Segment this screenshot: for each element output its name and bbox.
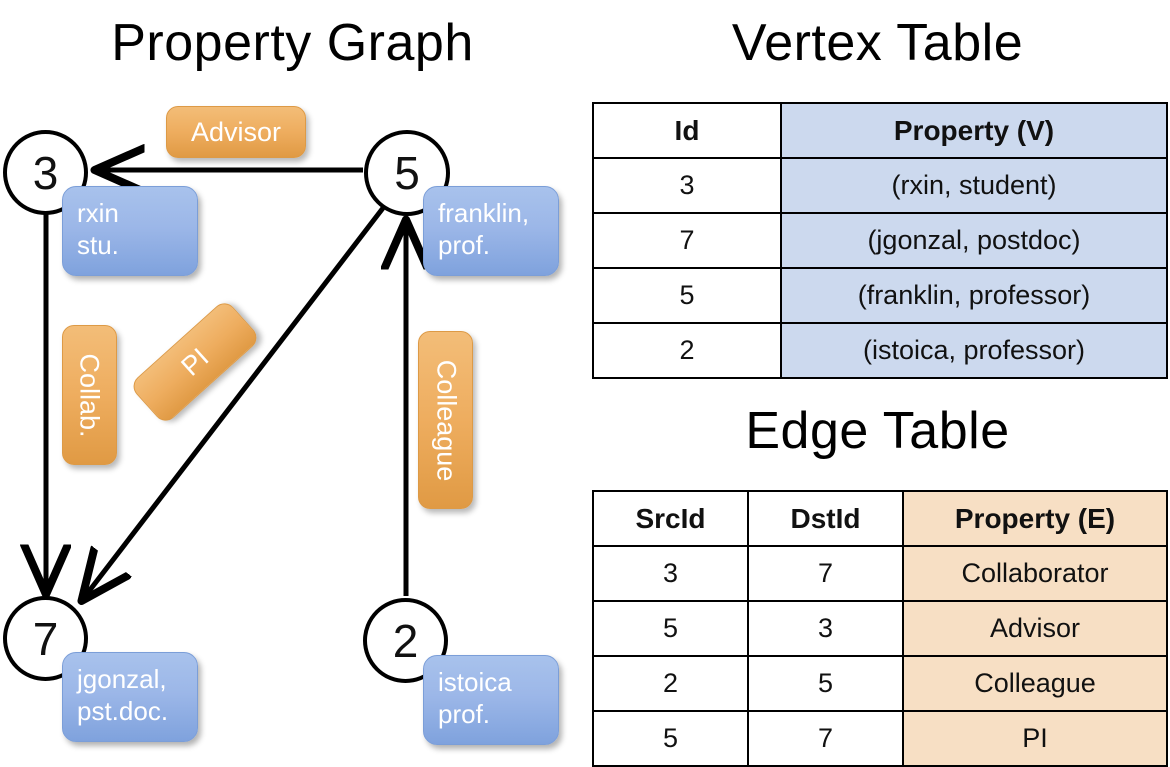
vertex-callout-5: franklin, prof. bbox=[423, 186, 559, 276]
table-row[interactable]: 2 (istoica, professor) bbox=[592, 322, 1168, 379]
edge-table-header-srcid: SrcId bbox=[592, 490, 749, 547]
graph-edges-layer bbox=[0, 0, 585, 760]
edge-label-collab: Collab. bbox=[62, 325, 117, 465]
vertex-cell-id: 5 bbox=[592, 267, 782, 324]
vertex-cell-property: (rxin, student) bbox=[780, 157, 1168, 214]
vertex-callout-3: rxin stu. bbox=[62, 186, 198, 276]
vertex-callout-2-line2: prof. bbox=[438, 699, 491, 729]
vertex-table-header-row: Id Property (V) bbox=[592, 102, 1168, 159]
page-title-edge-table: Edge Table bbox=[745, 402, 1010, 460]
vertex-cell-id: 2 bbox=[592, 322, 782, 379]
vertex-cell-id: 7 bbox=[592, 212, 782, 269]
property-graph-diagram: 3 5 7 2 rxin stu. franklin, prof. jgonza… bbox=[0, 0, 585, 760]
table-row[interactable]: 5 (franklin, professor) bbox=[592, 267, 1168, 324]
vertex-table: Id Property (V) 3 (rxin, student) 7 (jgo… bbox=[592, 102, 1168, 379]
graph-node-2[interactable]: 2 bbox=[363, 598, 448, 683]
vertex-callout-3-line2: stu. bbox=[77, 230, 119, 260]
edge-label-advisor-text: Advisor bbox=[190, 116, 282, 147]
table-row[interactable]: 5 3 Advisor bbox=[592, 600, 1168, 657]
vertex-callout-2-line1: istoica bbox=[438, 667, 512, 697]
page-title-vertex-table: Vertex Table bbox=[731, 14, 1024, 72]
table-row[interactable]: 5 7 PI bbox=[592, 710, 1168, 767]
vertex-callout-5-line2: prof. bbox=[438, 230, 491, 260]
edge-table-header-property: Property (E) bbox=[902, 490, 1168, 547]
table-row[interactable]: 3 7 Collaborator bbox=[592, 545, 1168, 602]
edge-label-pi-text: PI bbox=[175, 341, 215, 382]
edge-cell-property: Advisor bbox=[902, 600, 1168, 657]
vertex-callout-3-line1: rxin bbox=[77, 198, 119, 228]
table-row[interactable]: 7 (jgonzal, postdoc) bbox=[592, 212, 1168, 269]
edge-label-advisor: Advisor bbox=[166, 106, 306, 158]
edge-label-colleague-text: Colleague bbox=[431, 359, 461, 481]
edge-cell-src: 3 bbox=[592, 545, 749, 602]
table-row[interactable]: 2 5 Colleague bbox=[592, 655, 1168, 712]
vertex-callout-7-line2: pst.doc. bbox=[77, 696, 169, 726]
graph-node-5[interactable]: 5 bbox=[364, 130, 450, 216]
vertex-callout-2: istoica prof. bbox=[423, 655, 559, 745]
edge-cell-property: Colleague bbox=[902, 655, 1168, 712]
edge-label-collab-text: Collab. bbox=[75, 352, 106, 438]
vertex-callout-5-line1: franklin, bbox=[438, 198, 530, 228]
vertex-cell-id: 3 bbox=[592, 157, 782, 214]
edge-cell-src: 5 bbox=[592, 710, 749, 767]
edge-5-to-7 bbox=[83, 206, 385, 599]
edge-cell-dst: 5 bbox=[747, 655, 904, 712]
table-row[interactable]: 3 (rxin, student) bbox=[592, 157, 1168, 214]
edge-cell-src: 5 bbox=[592, 600, 749, 657]
edge-cell-dst: 7 bbox=[747, 545, 904, 602]
vertex-table-header-id: Id bbox=[592, 102, 782, 159]
edge-cell-dst: 7 bbox=[747, 710, 904, 767]
vertex-callout-7-line1: jgonzal, bbox=[77, 664, 167, 694]
edge-table: SrcId DstId Property (E) 3 7 Collaborato… bbox=[592, 490, 1168, 767]
edge-cell-src: 2 bbox=[592, 655, 749, 712]
page-title-property-graph: Property Graph bbox=[111, 14, 474, 72]
edge-cell-dst: 3 bbox=[747, 600, 904, 657]
edge-cell-property: PI bbox=[902, 710, 1168, 767]
edge-table-header-row: SrcId DstId Property (E) bbox=[592, 490, 1168, 547]
vertex-cell-property: (jgonzal, postdoc) bbox=[780, 212, 1168, 269]
edge-table-header-dstid: DstId bbox=[747, 490, 904, 547]
vertex-callout-7: jgonzal, pst.doc. bbox=[62, 652, 198, 742]
vertex-cell-property: (franklin, professor) bbox=[780, 267, 1168, 324]
vertex-cell-property: (istoica, professor) bbox=[780, 322, 1168, 379]
vertex-table-header-property: Property (V) bbox=[780, 102, 1168, 159]
edge-cell-property: Collaborator bbox=[902, 545, 1168, 602]
edge-label-colleague: Colleague bbox=[418, 331, 473, 509]
